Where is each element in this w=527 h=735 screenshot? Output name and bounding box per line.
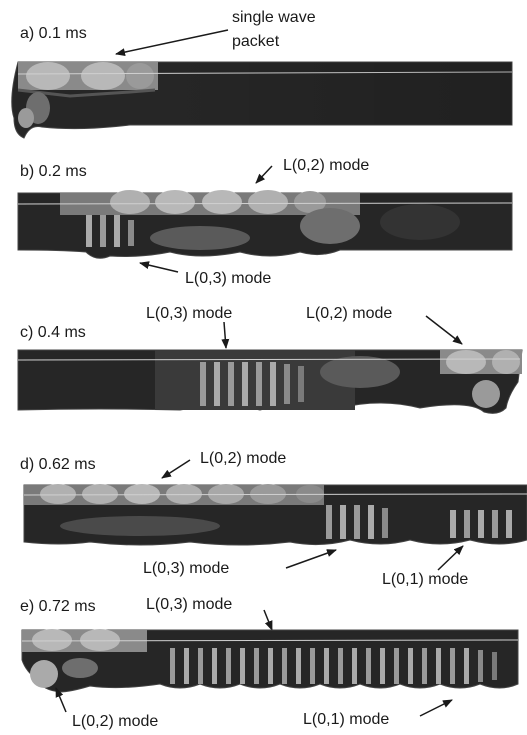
panel-c-pipe	[17, 349, 523, 414]
panel-e-annotation-l02: L(0,2) mode	[72, 713, 158, 730]
panel-a: a) 0.1 ms single wave packet	[11, 9, 513, 139]
panel-c-time-label: c) 0.4 ms	[20, 324, 86, 341]
panel-e-annotation-l03: L(0,3) mode	[146, 596, 232, 613]
panel-e-pipe	[21, 629, 519, 693]
panel-e-annotation-l01: L(0,1) mode	[303, 711, 389, 728]
panel-b-annotation-l03: L(0,3) mode	[185, 270, 271, 287]
panel-d: d) 0.62 ms L(0,2) mode L(0,3)	[20, 450, 527, 588]
panel-c-annotation-l03: L(0,3) mode	[146, 305, 232, 322]
panel-e-time-label: e) 0.72 ms	[20, 598, 96, 615]
panel-a-annotation-packet: packet	[232, 33, 280, 50]
panel-d-pipe	[23, 484, 527, 546]
panel-b: b) 0.2 ms L(0,2) mode L(0,3) mode	[17, 157, 513, 287]
panel-d-annotation-l02: L(0,2) mode	[200, 450, 286, 467]
panel-b-arrow-l03	[139, 261, 179, 273]
panel-d-annotation-l03: L(0,3) mode	[143, 560, 229, 577]
panel-a-pipe	[11, 61, 513, 139]
panel-e-arrow-l02	[55, 687, 67, 713]
panel-a-annotation-single-wave: single wave	[232, 9, 316, 26]
panel-d-arrow-l01	[437, 545, 464, 571]
panel-d-annotation-l01: L(0,1) mode	[382, 571, 468, 588]
panel-c-annotation-l02: L(0,2) mode	[306, 305, 392, 322]
panel-c: c) 0.4 ms L(0,3) mode L(0,2) mode	[17, 305, 523, 414]
panel-d-arrow-l02	[161, 459, 191, 479]
panel-b-arrow-l02	[255, 165, 273, 184]
panel-c-arrow-l02	[425, 315, 463, 345]
panel-d-arrow-l03	[285, 549, 337, 569]
panel-a-time-label: a) 0.1 ms	[20, 25, 87, 42]
panel-d-time-label: d) 0.62 ms	[20, 456, 96, 473]
panel-e-arrow-l03	[263, 609, 273, 631]
panel-b-annotation-l02: L(0,2) mode	[283, 157, 369, 174]
panel-e-arrow-l01	[419, 699, 453, 717]
panel-a-arrow	[115, 29, 229, 57]
panel-b-time-label: b) 0.2 ms	[20, 163, 87, 180]
panel-b-pipe	[17, 190, 513, 259]
panel-c-arrow-l03	[221, 321, 230, 349]
panel-e: e) 0.72 ms L(0,3) mode	[20, 596, 519, 730]
